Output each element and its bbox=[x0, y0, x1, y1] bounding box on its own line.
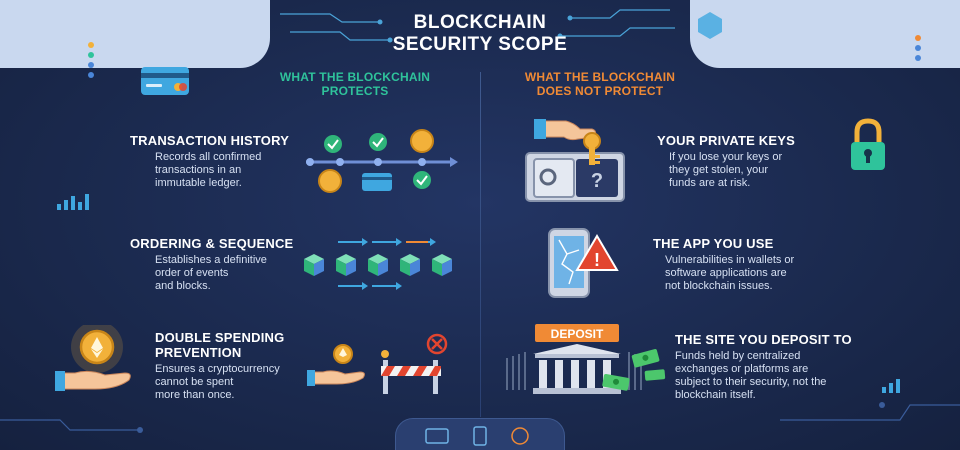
item-title: ORDERING & SEQUENCE bbox=[130, 236, 294, 251]
desc-line: more than once. bbox=[155, 389, 235, 401]
desc-line: transactions in an bbox=[155, 164, 242, 176]
vault-icon: ? bbox=[525, 152, 625, 202]
credit-card-icon bbox=[141, 67, 189, 95]
corner-panel-left bbox=[0, 0, 270, 68]
item-title: DOUBLE SPENDING PREVENTION bbox=[155, 330, 375, 360]
bank-icon: DEPOSIT bbox=[533, 324, 621, 394]
title-line: DOUBLE SPENDING bbox=[155, 330, 285, 345]
cancel-icon bbox=[426, 333, 448, 355]
title-line: PREVENTION bbox=[155, 345, 242, 360]
desc-line: Records all confirmed bbox=[155, 151, 262, 163]
item-description: If you lose your keys or they get stolen… bbox=[657, 151, 877, 190]
item-description: Funds held by centralized exchanges or p… bbox=[675, 350, 905, 402]
check-icon bbox=[324, 133, 431, 189]
question-mark: ? bbox=[591, 170, 603, 192]
transaction-timeline-icon bbox=[306, 129, 458, 193]
bottom-icon-tray bbox=[395, 418, 565, 450]
bar-decoration-right bbox=[882, 379, 900, 393]
item-description: Establishes a definitive order of events… bbox=[130, 254, 350, 293]
item-title: YOUR PRIVATE KEYS bbox=[657, 133, 795, 148]
block-chain-sequence-icon bbox=[304, 238, 452, 290]
key-icon bbox=[583, 132, 601, 165]
warning-mark: ! bbox=[594, 250, 600, 270]
heading-protects-line-2: PROTECTS bbox=[321, 84, 389, 98]
tray-icons bbox=[425, 426, 529, 446]
desc-line: Establishes a definitive bbox=[155, 254, 267, 266]
monitor-icon bbox=[425, 428, 449, 444]
item-description: Ensures a cryptocurrency cannot be spent… bbox=[155, 363, 375, 402]
block-icon bbox=[304, 254, 452, 276]
hand-icon bbox=[310, 370, 365, 385]
circuit-decoration-bottom-right bbox=[780, 402, 960, 421]
dots-decoration-left bbox=[88, 42, 94, 78]
desc-line: software applications are bbox=[665, 267, 787, 279]
barrier-icon bbox=[381, 350, 441, 394]
hexagon-decoration bbox=[698, 12, 722, 39]
cracked-smartphone-icon: ! bbox=[548, 228, 619, 298]
dots-decoration-right bbox=[915, 35, 921, 61]
ethereum-coin-icon bbox=[79, 329, 115, 365]
coin-icon bbox=[318, 129, 434, 193]
hand-with-ethereum-coin-icon bbox=[55, 325, 131, 391]
vault-with-key-icon: ? bbox=[525, 119, 625, 202]
not-protects-item-app: THE APP YOU USE Vulnerabilities in walle… bbox=[653, 236, 873, 293]
desc-line: funds are at risk. bbox=[669, 177, 751, 189]
bank-deposit-icon: DEPOSIT bbox=[506, 324, 666, 394]
desc-line: Vulnerabilities in wallets or bbox=[665, 254, 795, 266]
item-description: Records all confirmed transactions in an… bbox=[130, 151, 350, 190]
warning-icon: ! bbox=[575, 234, 619, 271]
desc-line: order of events bbox=[155, 267, 229, 279]
bar-decoration-left bbox=[57, 194, 89, 210]
item-description: Vulnerabilities in wallets or software a… bbox=[653, 254, 873, 293]
deposit-sign-label: DEPOSIT bbox=[551, 327, 604, 341]
desc-line: Ensures a cryptocurrency bbox=[155, 363, 280, 375]
padlock-icon bbox=[851, 118, 885, 170]
center-divider bbox=[480, 72, 481, 417]
not-protects-item-deposit-site: THE SITE YOU DEPOSIT TO Funds held by ce… bbox=[675, 332, 905, 402]
heading-not-protects: WHAT THE BLOCKCHAIN DOES NOT PROTECT bbox=[490, 70, 710, 98]
shield-icon bbox=[511, 427, 529, 445]
smartphone-icon bbox=[548, 228, 590, 298]
heading-not-protects-line-1: WHAT THE BLOCKCHAIN bbox=[524, 70, 676, 84]
desc-line: Funds held by centralized bbox=[675, 350, 801, 362]
heading-protects-line-1: WHAT THE BLOCKCHAIN bbox=[279, 70, 431, 84]
item-title: TRANSACTION HISTORY bbox=[130, 133, 290, 148]
protects-item-transaction-history: TRANSACTION HISTORY Records all confirme… bbox=[130, 133, 350, 190]
desc-line: they get stolen, your bbox=[669, 164, 769, 176]
desc-line: If you lose your keys or bbox=[669, 151, 783, 163]
item-title: THE SITE YOU DEPOSIT TO bbox=[675, 332, 852, 347]
title-line-2: SECURITY SCOPE bbox=[392, 34, 568, 55]
item-title: THE APP YOU USE bbox=[653, 236, 774, 251]
protects-item-ordering-sequence: ORDERING & SEQUENCE Establishes a defini… bbox=[130, 236, 350, 293]
desc-line: not blockchain issues. bbox=[665, 280, 773, 292]
desc-line: immutable ledger. bbox=[155, 177, 242, 189]
page-title: BLOCKCHAIN SECURITY SCOPE bbox=[330, 12, 630, 56]
desc-line: cannot be spent bbox=[155, 376, 234, 388]
circuit-decoration-bottom-left bbox=[0, 419, 143, 433]
phone-icon bbox=[473, 426, 487, 446]
corner-panel-right bbox=[690, 0, 960, 68]
double-spend-prevention-icon bbox=[307, 333, 448, 394]
protects-item-double-spending: DOUBLE SPENDING PREVENTION Ensures a cry… bbox=[155, 330, 375, 402]
desc-line: subject to their security, not the bbox=[675, 376, 827, 388]
title-line-1: BLOCKCHAIN bbox=[413, 12, 547, 33]
circuit-decoration-top bbox=[280, 9, 675, 43]
heading-protects: WHAT THE BLOCKCHAIN PROTECTS bbox=[245, 70, 465, 98]
desc-line: and blocks. bbox=[155, 280, 211, 292]
not-protects-item-private-keys: YOUR PRIVATE KEYS If you lose your keys … bbox=[657, 133, 877, 190]
desc-line: exchanges or platforms are bbox=[675, 363, 809, 375]
cash-icon bbox=[602, 349, 666, 391]
heading-not-protects-line-2: DOES NOT PROTECT bbox=[536, 84, 664, 98]
desc-line: blockchain itself. bbox=[675, 389, 756, 401]
